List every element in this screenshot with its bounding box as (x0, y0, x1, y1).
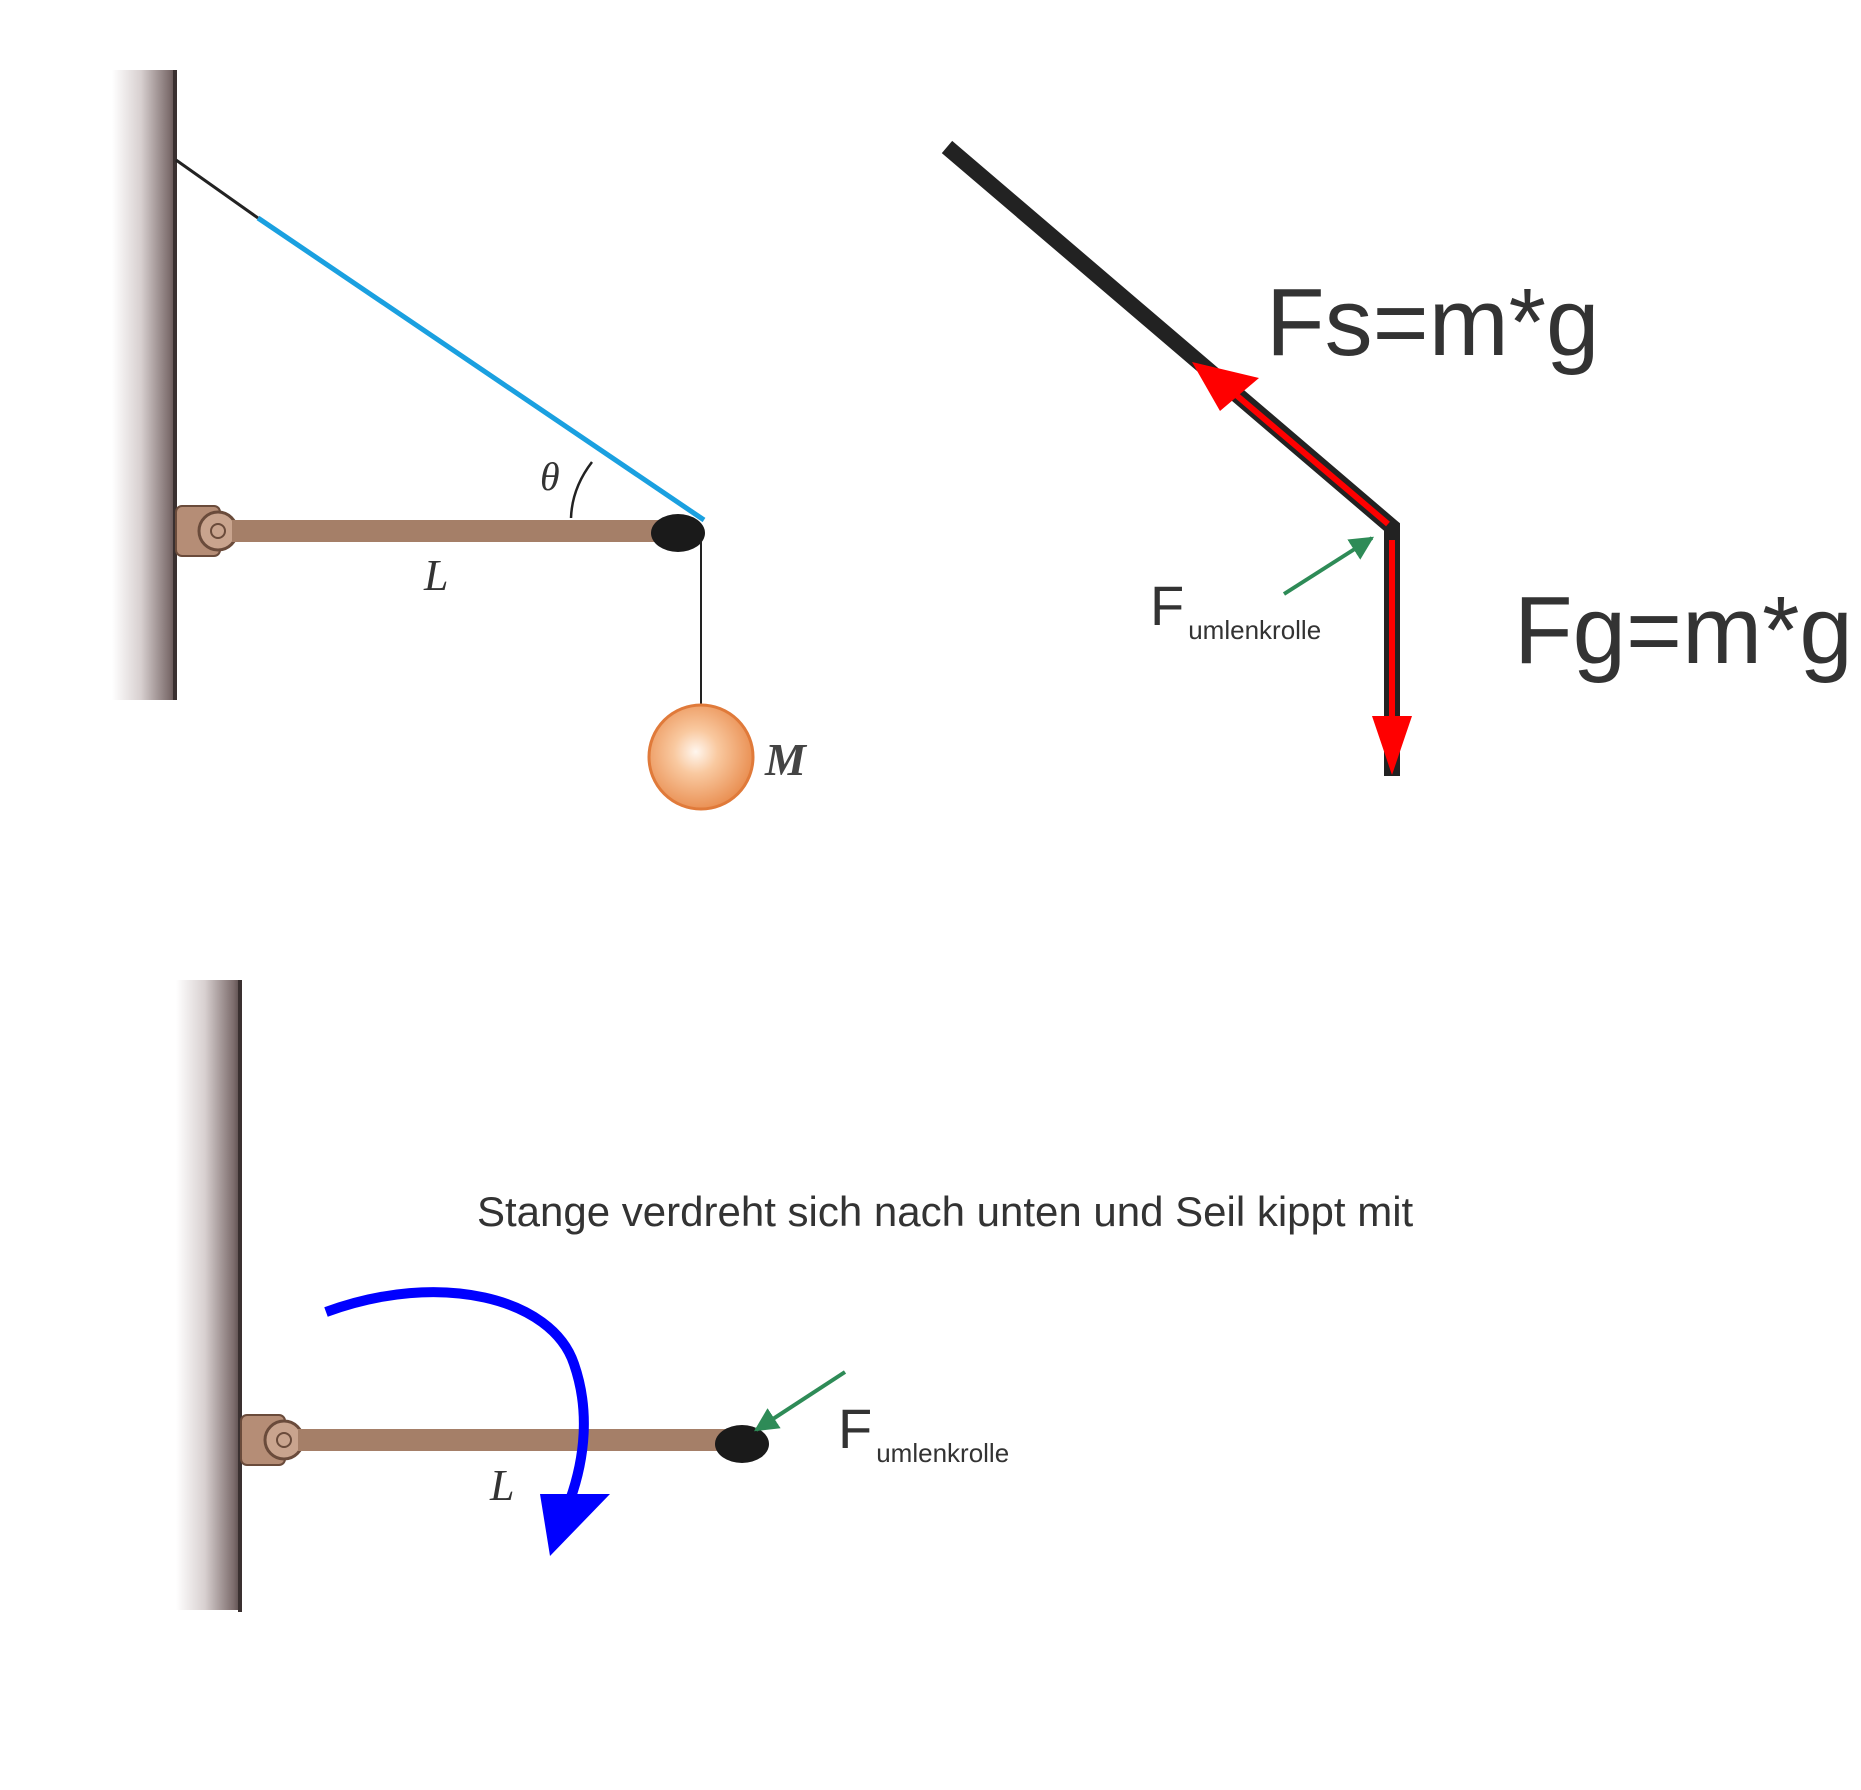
bottom-hinge-pin (263, 1419, 305, 1461)
gravity-force-arrow-head (1372, 716, 1412, 775)
top-wall (112, 70, 176, 700)
top-rod (232, 520, 672, 542)
bottom-pulley-force-main: F (838, 1397, 872, 1460)
bottom-pulley-force-sub: umlenkrolle (876, 1438, 1009, 1468)
pulley-force-arrow (1282, 536, 1375, 596)
top-mass (647, 703, 755, 811)
top-angle-arc (569, 461, 593, 519)
pulley-force-sub: umlenkrolle (1188, 615, 1321, 645)
rope-force-label: Fs=m*g (1266, 269, 1599, 376)
top-hinge-pin-center (210, 523, 226, 539)
rotation-arrow-curve (324, 1287, 589, 1502)
bottom-length-label: L (489, 1461, 514, 1510)
rope-force-arrow-head (1192, 362, 1259, 411)
rope-force-arrow-line (1226, 385, 1390, 527)
bottom-pulley (715, 1425, 769, 1463)
top-mass-label: M (764, 734, 808, 785)
pulley-force-main: F (1150, 574, 1184, 637)
force-rope-shape (941, 140, 1400, 776)
top-angle-label: θ (540, 454, 560, 499)
rotation-arrow-head (540, 1494, 610, 1556)
top-pulley (651, 514, 705, 552)
bottom-wall (176, 980, 240, 1610)
top-hinge-pin (197, 510, 239, 552)
top-rope-black (175, 158, 259, 220)
top-rope-blue (256, 215, 706, 523)
top-length-label: L (423, 551, 448, 600)
gravity-force-label: Fg=m*g (1514, 577, 1853, 684)
bottom-rod (298, 1429, 738, 1451)
bottom-pulley-force-arrow (753, 1370, 847, 1432)
bottom-caption: Stange verdreht sich nach unten und Seil… (477, 1188, 1414, 1235)
top-pulley-diagram: θ L M (112, 70, 808, 811)
bottom-hinge-pin-center (276, 1432, 292, 1448)
